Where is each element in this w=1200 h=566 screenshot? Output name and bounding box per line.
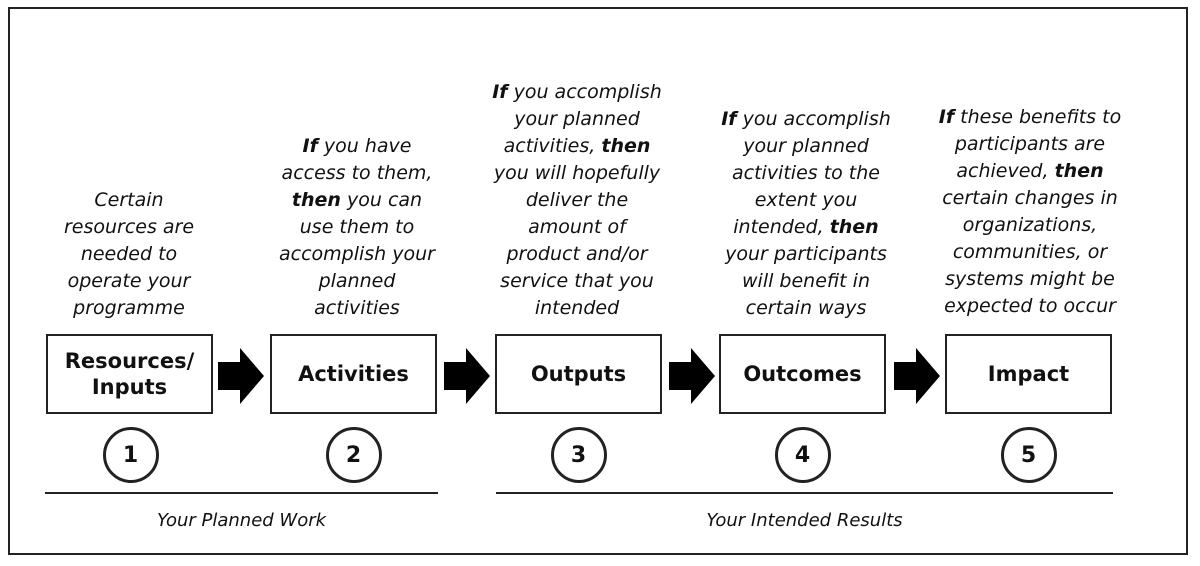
stage-3-label: Outputs (530, 362, 627, 386)
description-keyword: If (721, 108, 737, 130)
stage-1-label: Inputs (91, 375, 168, 399)
description-text: you can use them to accomplish your plan… (279, 189, 435, 319)
description-text: your participants will benefit in certai… (725, 243, 887, 319)
description-text: you have access to them, (281, 135, 433, 184)
intended-results-caption: Your Intended Results (706, 510, 903, 531)
right-arrow-icon (894, 348, 940, 404)
stage-3-description: If you accomplish your planned activitie… (490, 22, 665, 322)
intended-results-rule (496, 492, 1113, 494)
stage-4-label: Outcomes (743, 362, 862, 386)
stage-4-description: If you accomplish your planned activitie… (714, 22, 899, 322)
stage-4-number-circle: 4 (774, 427, 831, 483)
stage-5-label: Impact (987, 362, 1070, 386)
description-text: these benefits to participants are achie… (954, 106, 1122, 182)
stage-1-label: Resources/ (64, 349, 195, 373)
stage-2-number-circle: 2 (325, 427, 382, 483)
description-keyword: If (938, 106, 955, 128)
stage-2-label: Activities (298, 362, 409, 386)
right-arrow-icon (669, 348, 715, 404)
stage-2-box: Activities (270, 334, 437, 414)
stage-2-description: If you have access to them, then you can… (275, 22, 440, 322)
description-keyword: then (1054, 160, 1104, 182)
description-text: you accomplish your planned activities, (503, 81, 662, 157)
stage-1-box: Resources/Inputs (46, 334, 213, 414)
description-keyword: then (829, 216, 879, 238)
description-keyword: then (601, 135, 651, 157)
description-keyword: If (302, 135, 318, 157)
description-text: you accomplish your planned activities t… (732, 108, 891, 238)
right-arrow-icon (444, 348, 490, 404)
description-keyword: If (492, 81, 508, 103)
description-text: certain changes in organizations, commun… (942, 187, 1118, 317)
planned-work-caption: Your Planned Work (156, 510, 327, 531)
stage-5-box: Impact (945, 334, 1112, 414)
stage-1-description: Certain resources are needed to operate … (54, 22, 204, 322)
description-text: you will hopefully deliver the amount of… (493, 162, 661, 319)
stage-4-box: Outcomes (719, 334, 886, 414)
right-arrow-icon (218, 348, 264, 404)
stage-5-description: If these benefits to participants are ac… (938, 20, 1123, 320)
description-text: Certain resources are needed to operate … (63, 189, 195, 319)
stage-3-box: Outputs (495, 334, 662, 414)
description-keyword: then (291, 189, 341, 211)
stage-5-number-circle: 5 (1000, 427, 1057, 483)
stage-3-number-circle: 3 (550, 427, 607, 483)
stage-1-number-circle: 1 (102, 427, 159, 483)
planned-work-rule (45, 492, 438, 494)
